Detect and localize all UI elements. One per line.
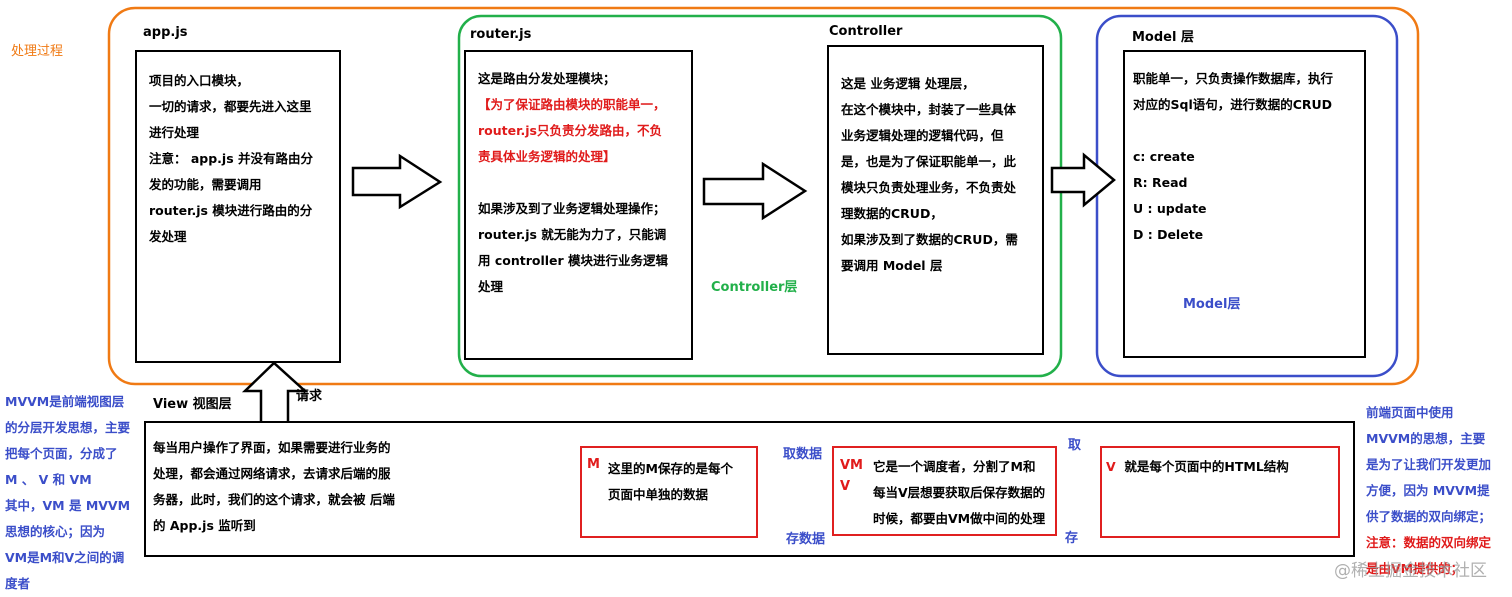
view-line: 务器，此时，我们的这个请求，就会被 后端 [153,492,395,507]
v-tag: V [1106,459,1116,474]
appjs-title: app.js [143,25,188,40]
vm-line: 每当V层想要获取后保存数据的 [873,485,1046,500]
arrow-app-to-router [351,153,443,210]
m-line: 这里的M保存的是每个 [608,461,733,476]
v-text-wrap: V 就是每个页面中的HTML结构 [1106,454,1289,480]
router-box [464,50,693,360]
controller-layer-label: Controller层 [711,280,798,295]
controller-frame [457,14,1063,378]
m-line: 页面中单独的数据 [608,487,709,502]
router-red-line: 【为了保证路由模块的职能单一， [478,97,666,112]
request-label: 请求 [296,389,323,404]
appjs-line: 进行处理 [149,125,200,140]
mvvm-left-line: 其中，VM 是 MVVM [5,498,131,513]
router-red-line: router.js只负责分发路由，不负 [478,123,662,138]
model-frame [1095,14,1399,378]
controller-line: 模块只负责处理业务，不负责处 [841,180,1017,195]
model-crud-line: U : update [1133,201,1207,216]
model-line: 对应的Sql语句，进行数据的CRUD [1133,97,1333,112]
process-label: 处理过程 [11,44,64,59]
mvvm-left-line: VM是M和V之间的调 [5,550,125,565]
watermark: @稀土掘金技术社区 [1334,561,1487,581]
view-text: 每当用户操作了界面，如果需要进行业务的 处理，都会通过网络请求，去请求后端的服 … [153,435,395,539]
appjs-line: 发的功能，需要调用 [149,177,262,192]
appjs-line: 项目的入口模块， [149,73,250,88]
store-data-label: 存数据 [786,532,826,547]
fetch-data-label: 取数据 [783,447,823,462]
controller-line: 要调用 Model 层 [841,258,943,273]
router-line: 这是路由分发处理模块； [478,71,616,86]
model-crud-line: R: Read [1133,175,1188,190]
router-text: 这是路由分发处理模块； 【为了保证路由模块的职能单一， router.js只负责… [478,66,668,300]
mvvm-right-line: 是为了让我们开发更加 [1366,457,1492,472]
appjs-text: 项目的入口模块， 一切的请求，都要先进入这里 进行处理 注意： app.js 并… [149,68,313,250]
mvvm-right-red-line: 是由VM提供的； [1366,561,1464,576]
take-label: 取 [1068,438,1082,453]
mvvm-right-line: 供了数据的双向绑定； [1366,509,1492,524]
m-tag: M [587,457,600,472]
mvvm-left-line: 的分层开发思想，主要 [5,420,131,435]
controller-line: 是，也是为了保证职能单一，此 [841,154,1017,169]
router-title: router.js [470,27,532,42]
view-line: 每当用户操作了界面，如果需要进行业务的 [153,440,391,455]
model-crud-line: c: create [1133,149,1195,164]
v-text: 就是每个页面中的HTML结构 [1124,459,1289,474]
vm-line: 时候，都要由VM做中间的处理 [873,511,1046,526]
model-line: 职能单一，只负责操作数据库，执行 [1133,71,1334,86]
view-title: View 视图层 [153,397,232,412]
router-line: 用 controller 模块进行业务逻辑 [478,253,669,268]
m-box [580,446,758,538]
mvvm-left-line: 思想的核心；因为 [5,524,106,539]
m-text: 这里的M保存的是每个 页面中单独的数据 [608,456,733,508]
model-text: 职能单一，只负责操作数据库，执行 对应的Sql语句，进行数据的CRUD c: c… [1133,66,1333,248]
controller-line: 这是 业务逻辑 处理层， [841,76,975,91]
vm-v-tag: V [840,479,851,494]
controller-box [827,45,1044,355]
process-frame [107,6,1420,386]
appjs-line: router.js 模块进行路由的分 [149,203,313,218]
mvvm-right-red-line: 注意：数据的双向绑定 [1366,535,1492,550]
controller-line: 理数据的CRUD， [841,206,943,221]
vm-line: 它是一个调度者，分割了M和 [873,459,1036,474]
mvvm-left-note: MVVM是前端视图层 的分层开发思想，主要 把每个页面，分成了 M 、 V 和 … [5,389,130,597]
v-box [1100,446,1340,538]
controller-line: 如果涉及到了数据的CRUD，需 [841,232,1018,247]
appjs-line: 注意： app.js 并没有路由分 [149,151,314,166]
vm-box [832,446,1057,536]
mvvm-right-line: 方便，因为 MVVM提 [1366,483,1490,498]
model-box [1123,50,1366,358]
mvvm-right-note: 前端页面中使用 MVVM的思想，主要 是为了让我们开发更加 方便，因为 MVVM… [1366,400,1491,582]
arrow-router-to-controller [702,161,808,221]
router-red-line: 责具体业务逻辑的处理】 [478,149,616,164]
appjs-box [135,50,341,363]
model-title: Model 层 [1132,30,1194,45]
controller-line: 业务逻辑处理的逻辑代码，但 [841,128,1004,143]
mvvm-left-line: 度者 [5,576,31,591]
mvvm-left-line: MVVM是前端视图层 [5,394,125,409]
vm-tag: VM [840,458,863,473]
save-label: 存 [1065,531,1079,546]
arrow-controller-to-model [1050,152,1116,208]
mvvm-right-line: 前端页面中使用 [1366,405,1454,420]
mvvm-left-line: 把每个页面，分成了 [5,446,118,461]
appjs-line: 一切的请求，都要先进入这里 [149,99,312,114]
router-line: router.js 就无能为力了，只能调 [478,227,667,242]
view-line: 的 App.js 监听到 [153,518,256,533]
controller-text: 这是 业务逻辑 处理层， 在这个模块中，封装了一些具体 业务逻辑处理的逻辑代码，… [841,71,1018,279]
controller-line: 在这个模块中，封装了一些具体 [841,102,1017,117]
model-layer-label: Model层 [1183,297,1241,312]
mvvm-right-line: MVVM的思想，主要 [1366,431,1486,446]
appjs-line: 发处理 [149,229,187,244]
view-line: 处理，都会通过网络请求，去请求后端的服 [153,466,391,481]
vm-text: 它是一个调度者，分割了M和 每当V层想要获取后保存数据的 时候，都要由VM做中间… [873,454,1045,532]
controller-title: Controller [829,24,903,39]
mvvm-left-line: M 、 V 和 VM [5,472,92,487]
router-line: 如果涉及到了业务逻辑处理操作； [478,201,666,216]
model-crud-line: D : Delete [1133,227,1204,242]
router-line: 处理 [478,279,504,294]
